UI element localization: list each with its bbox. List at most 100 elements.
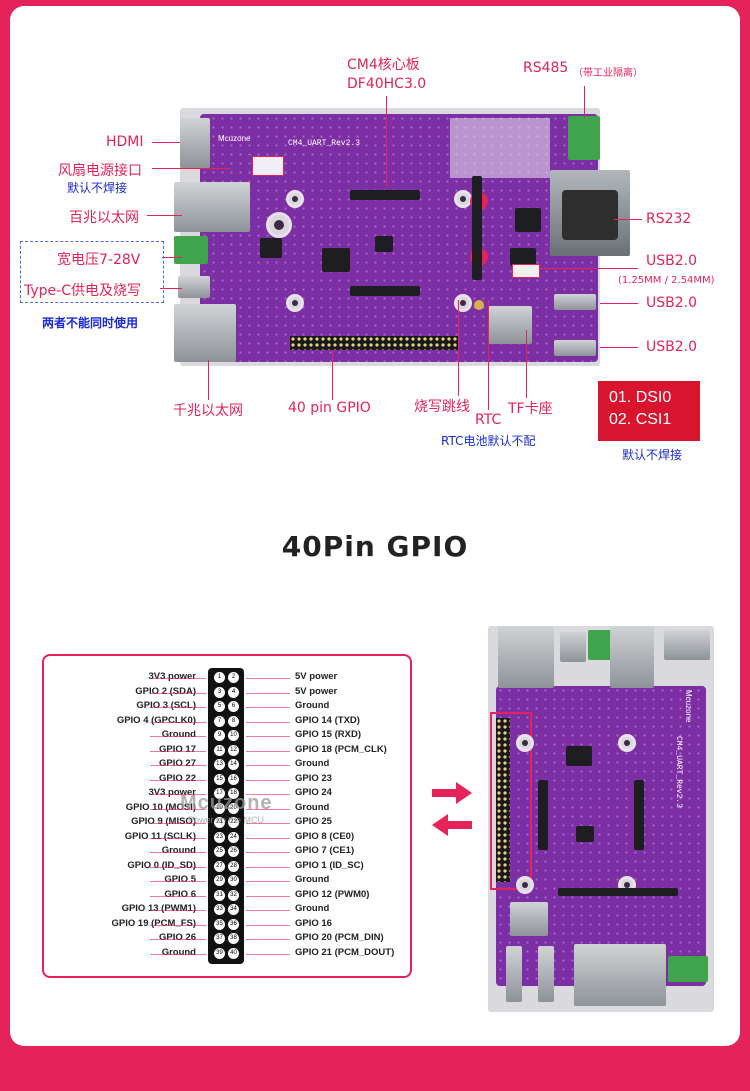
side-connector-1 (538, 780, 548, 850)
badge-line-1: 01. DSI0 (609, 389, 672, 406)
gpio-left-leader (150, 852, 206, 853)
gpio-right-label: GPIO 12 (PWM0) (295, 888, 370, 900)
gpio-right-leader (246, 953, 290, 955)
side-hdmi (664, 630, 710, 660)
badge-line-2: 02. CSI1 (609, 411, 672, 428)
gpio-right-leader (246, 852, 290, 853)
line-cm4 (386, 96, 387, 186)
side-chip-1 (566, 746, 592, 766)
gpio-left-label: GPIO 11 (SCLK) (124, 830, 196, 842)
gpio-left-leader (150, 721, 206, 723)
label-usb-a: USB2.0 (646, 253, 698, 269)
label-wide-voltage: 宽电压7-28V (57, 252, 141, 268)
ic-chip-5 (260, 238, 282, 258)
side-silk-model: CM4_UART_Rev2.3 (674, 736, 683, 809)
ffc-connector-2 (472, 232, 482, 280)
watermark-brand: Mcuzone (180, 792, 273, 814)
gpio-pin-even: 30 (228, 875, 239, 886)
gpio-right-leader (246, 924, 290, 926)
cm4-connector-1 (350, 190, 420, 200)
silk-brand: Mcuzone (218, 134, 251, 143)
side-chip-2 (576, 826, 594, 842)
gig-eth-port (174, 304, 236, 362)
label-hdmi: HDMI (106, 134, 144, 150)
line-gpio (332, 350, 333, 400)
gpio-pin-even: 14 (228, 759, 239, 770)
gpio-pin-odd: 27 (214, 860, 225, 872)
gpio-left-label: GPIO 27 (159, 758, 196, 769)
label-usb-b: USB2.0 (646, 295, 698, 311)
gpio-right-leader (246, 794, 290, 795)
gpio-left-leader (150, 779, 206, 781)
side-ffc (558, 888, 678, 896)
side-tf-slot (510, 902, 548, 936)
gpio-left-leader (150, 939, 206, 940)
gpio-left-leader (150, 678, 206, 679)
gpio-pin-even: 2 (228, 672, 239, 683)
gpio-right-label: GPIO 23 (295, 772, 332, 784)
gpio-left-leader (150, 895, 206, 897)
gpio-left-label: GPIO 4 (GPCLK0) (116, 714, 196, 726)
label-fan: 风扇电源接口 (58, 163, 142, 179)
gpio-pin-odd: 19 (214, 802, 225, 814)
gpio-right-label: GPIO 24 (295, 787, 332, 798)
side-hole-1 (516, 734, 534, 752)
gpio-right-leader (246, 721, 290, 723)
gpio-pin-odd: 29 (214, 875, 225, 886)
gpio-left-label: GPIO 3 (SCL) (136, 700, 196, 711)
side-connector-2 (634, 780, 644, 850)
gpio-left-label: GPIO 19 (PCM_FS) (111, 917, 196, 929)
gpio-right-leader (246, 736, 290, 737)
gpio-pin-odd: 1 (214, 672, 225, 683)
gpio-right-leader (246, 939, 290, 940)
label-rtc-note: RTC电池默认不配 (441, 434, 536, 448)
label-rtc: RTC (475, 412, 502, 428)
gpio-right-label: GPIO 1 (ID_SC) (295, 859, 364, 871)
label-usb-a-note: (1.25MM / 2.54MM) (618, 275, 715, 286)
gpio-left-leader (150, 692, 206, 694)
gpio-pin-even: 16 (228, 773, 239, 785)
gpio-right-label: GPIO 20 (PCM_DIN) (295, 932, 384, 943)
gpio-pin-even: 34 (228, 904, 239, 915)
label-cm4-1: CM4核心板 (347, 57, 420, 73)
gpio-left-leader (150, 750, 206, 752)
gpio-pin-even: 26 (228, 846, 239, 857)
label-cm4-2: DF40HC3.0 (347, 76, 427, 92)
tf-slot (488, 306, 532, 344)
gpio-left-leader (150, 823, 206, 824)
gpio-left-label: GPIO 13 (PWM1) (121, 903, 196, 914)
gpio-left-label: GPIO 0 (ID_SD) (127, 859, 196, 871)
mount-hole-5 (266, 212, 292, 238)
gpio-right-leader (246, 910, 290, 911)
side-rs232 (574, 944, 666, 1006)
gpio-right-label: Ground (295, 700, 330, 711)
label-burn-jumper: 烧写跳线 (414, 399, 470, 415)
side-usb-2 (538, 946, 554, 1002)
mount-hole-4 (454, 294, 472, 312)
gpio-pin-odd: 11 (214, 744, 225, 756)
gpio-left-leader (150, 881, 206, 882)
side-eth-port-1 (498, 626, 554, 688)
gpio-pin-even: 6 (228, 701, 239, 712)
line-gig (208, 360, 209, 400)
gpio-right-label: Ground (295, 758, 330, 769)
gpio-right-label: GPIO 7 (CE1) (295, 845, 355, 856)
gpio-pin-odd: 37 (214, 933, 225, 944)
gpio-header (290, 336, 458, 350)
gpio-right-leader (246, 750, 290, 752)
label-gig-eth: 千兆以太网 (173, 403, 243, 419)
label-eth100: 百兆以太网 (69, 210, 139, 226)
gpio-left-label: GPIO 17 (159, 743, 196, 755)
line-typec (160, 288, 182, 289)
line-rs232 (614, 219, 642, 220)
power-terminal (174, 236, 208, 264)
gpio-left-label: Ground (161, 729, 196, 740)
gpio-left-label: GPIO 5 (164, 874, 196, 885)
label-tf: TF卡座 (508, 401, 553, 417)
gpio-pin-even: 22 (228, 817, 239, 828)
gpio-left-leader (150, 765, 206, 766)
ic-chip-3 (515, 208, 541, 232)
gpio-left-leader (150, 953, 206, 955)
gpio-left-leader (150, 910, 206, 911)
gpio-pin-odd: 13 (214, 759, 225, 770)
